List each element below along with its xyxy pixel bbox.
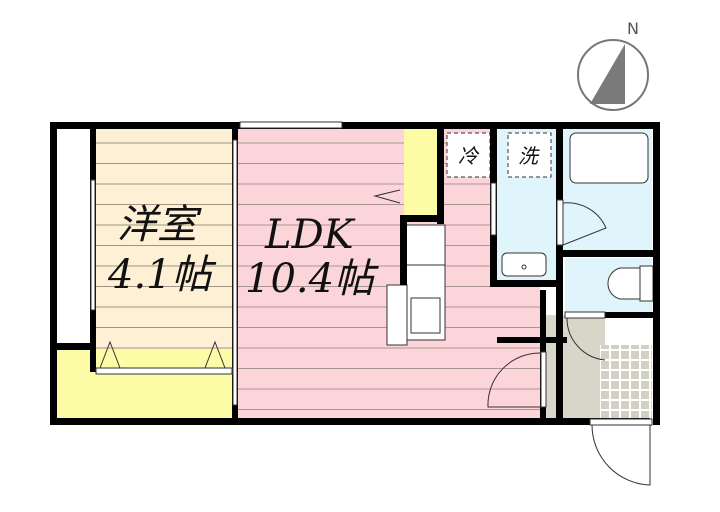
entrance-tiles — [600, 345, 652, 418]
window-top — [239, 121, 343, 129]
compass-north-label: N — [627, 19, 639, 38]
ldk-door — [540, 351, 547, 408]
bathtub — [569, 132, 649, 184]
western-room-name: 洋室 — [117, 202, 202, 248]
western-room-size: 4.1帖 — [107, 252, 217, 298]
entrance-door — [589, 418, 653, 426]
entrance-hall — [545, 315, 605, 418]
sliding-door — [232, 139, 238, 406]
ldk-closet — [404, 128, 437, 216]
ldk-name: LDK — [264, 212, 356, 258]
stove — [410, 297, 441, 334]
fridge-space: 冷 — [446, 132, 491, 178]
bath-door — [556, 199, 564, 246]
washer-label: 洗 — [518, 144, 540, 168]
window-left — [90, 179, 96, 311]
north-compass-icon: N — [577, 19, 649, 111]
storage-area — [56, 350, 234, 418]
toilet — [607, 267, 641, 300]
closet — [56, 128, 90, 345]
washer-space: 洗 — [507, 132, 552, 178]
ldk-size: 10.4帖 — [245, 256, 379, 302]
fridge-label: 冷 — [458, 144, 480, 168]
